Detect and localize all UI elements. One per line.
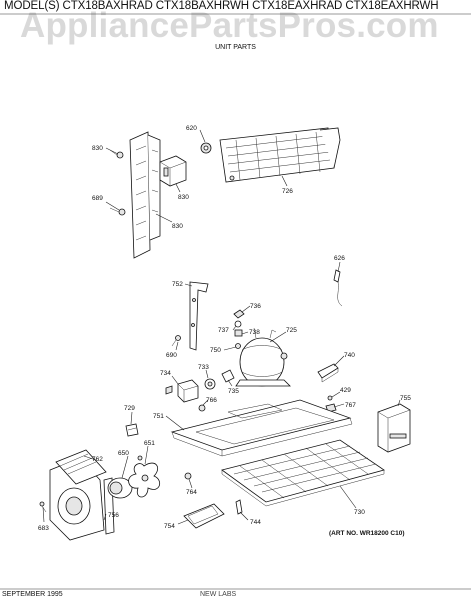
small-fittings — [233, 309, 245, 349]
label-737: 737 — [218, 327, 229, 334]
part-626-cord — [333, 269, 343, 307]
label-650: 650 — [118, 450, 129, 457]
part-690-screw — [171, 335, 181, 347]
start-relay-group — [165, 369, 235, 403]
label-744: 744 — [250, 519, 261, 526]
part-740 — [317, 363, 339, 383]
label-764: 764 — [186, 489, 197, 496]
label-740: 740 — [344, 352, 355, 359]
label-738: 738 — [249, 329, 260, 336]
label-733: 733 — [198, 364, 209, 371]
label-752: 752 — [172, 281, 183, 288]
part-729 — [125, 423, 139, 437]
section-title: UNIT PARTS — [215, 44, 256, 51]
label-735: 735 — [228, 388, 239, 395]
condenser-fan-assembly — [39, 449, 161, 541]
part-744-clip — [235, 499, 243, 515]
part-number-labels: 830 620 830 689 830 726 626 752 736 737 … — [38, 125, 411, 532]
label-734: 734 — [160, 370, 171, 377]
label-730: 730 — [354, 509, 365, 516]
label-689: 689 — [92, 195, 103, 202]
condenser-drain-coil — [221, 439, 385, 507]
footer-date: SEPTEMBER 1995 — [2, 591, 63, 598]
drain-tray — [183, 503, 225, 529]
label-736: 736 — [250, 303, 261, 310]
label-750: 750 — [210, 347, 221, 354]
label-754: 754 — [164, 523, 175, 530]
base-pan — [170, 399, 353, 457]
label-767: 767 — [345, 402, 356, 409]
label-830-b: 830 — [178, 194, 189, 201]
footer-center-text: NEW LABS — [200, 591, 237, 598]
label-762: 762 — [92, 456, 103, 463]
compressor — [235, 327, 291, 387]
label-429: 429 — [340, 387, 351, 394]
model-list-heading: MODEL(S) CTX18BAXHRAD CTX18BAXHRWH CTX18… — [4, 0, 439, 12]
part-752-strap — [189, 281, 209, 351]
label-751: 751 — [153, 413, 164, 420]
label-756: 756 — [108, 512, 119, 519]
label-651: 651 — [144, 440, 155, 447]
leader-lines — [42, 129, 401, 525]
label-766: 766 — [206, 397, 217, 404]
bracket-assembly — [109, 131, 187, 259]
part-764 — [184, 472, 192, 480]
watermark: AppliancePartsPros.com — [20, 6, 439, 45]
label-729: 729 — [124, 405, 135, 412]
part-766 — [198, 404, 206, 412]
part-620 — [200, 142, 212, 154]
label-725: 725 — [286, 327, 297, 334]
art-number: (ART NO. WR18200 C10) — [329, 530, 405, 537]
label-683: 683 — [38, 525, 49, 532]
label-755: 755 — [400, 395, 411, 402]
condenser-coil — [219, 127, 341, 183]
label-830-a: 830 — [92, 145, 103, 152]
label-620: 620 — [186, 125, 197, 132]
part-755-bracket — [377, 403, 411, 453]
label-726: 726 — [282, 188, 293, 195]
label-626: 626 — [334, 255, 345, 262]
label-830-c: 830 — [172, 223, 183, 230]
label-690: 690 — [166, 352, 177, 359]
